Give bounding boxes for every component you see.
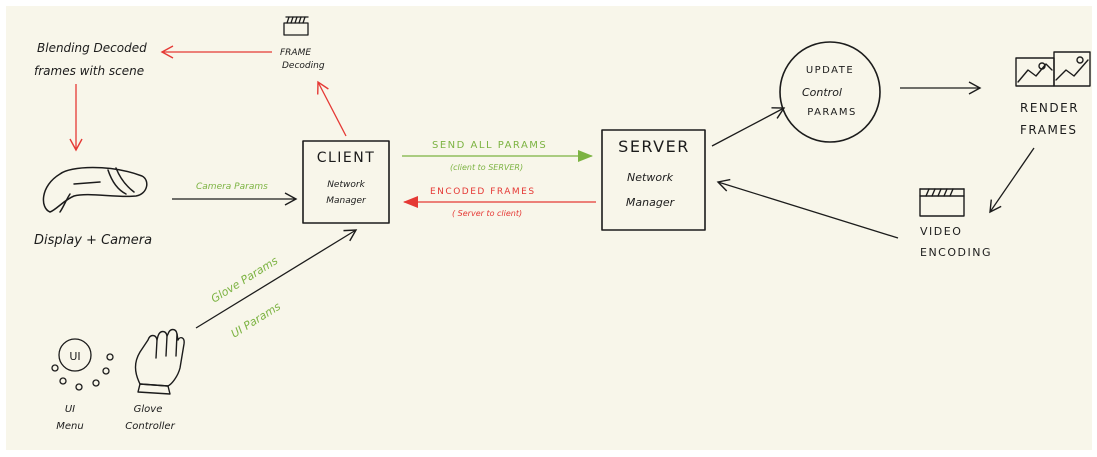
ui-menu-line1: UI — [65, 404, 75, 415]
label-server-to-client: ( Server to client) — [452, 209, 522, 218]
clapperboard-icon — [283, 16, 309, 36]
glove-icon — [134, 328, 185, 395]
frame-decoding-line1: FRAME — [280, 48, 311, 58]
arrow-video-to-server — [716, 178, 899, 239]
label-encoded-frames: ENCODED FRAMES — [430, 187, 536, 197]
label-ui-params: UI Params — [229, 300, 284, 341]
image-frames-icon — [1015, 51, 1091, 87]
display-label: Display + Camera — [34, 233, 152, 248]
glove-line2: Controller — [125, 421, 175, 432]
label-send-all-params: SEND ALL PARAMS — [432, 140, 547, 151]
render-node: RENDER FRAMES — [1015, 51, 1091, 137]
render-line2: FRAMES — [1020, 123, 1078, 137]
video-line1: VIDEO — [920, 225, 962, 238]
blending-line1: Blending Decoded — [37, 41, 147, 55]
server-box — [601, 129, 706, 231]
label-camera-params: Camera Params — [196, 182, 268, 192]
client-title: CLIENT — [317, 150, 376, 166]
vr-headset-icon — [42, 166, 148, 213]
arrow-server-to-update — [711, 107, 786, 147]
ui-menu-node: UI UI Menu — [51, 338, 114, 432]
glove-line1: Glove — [134, 404, 163, 415]
frame-decoding-line2: Decoding — [282, 61, 325, 71]
arrow-render-to-video — [989, 147, 1035, 214]
update-circle — [779, 41, 881, 143]
server-line1: Network — [627, 171, 674, 184]
frame-decoding-node: FRAME Decoding — [280, 16, 325, 71]
server-line2: Manager — [626, 196, 676, 209]
client-box — [302, 140, 390, 224]
blending-line2: frames with scene — [34, 64, 144, 78]
update-line3: PARAMS — [807, 107, 857, 118]
ui-menu-badge: UI — [69, 350, 80, 363]
video-encoding-node: VIDEO ENCODING — [919, 188, 992, 259]
client-line2: Manager — [326, 196, 367, 206]
ui-menu-icon — [51, 338, 114, 391]
render-line1: RENDER — [1020, 101, 1079, 115]
blending-node: Blending Decoded frames with scene — [34, 41, 147, 78]
display-node: Display + Camera — [34, 166, 152, 248]
client-line1: Network — [327, 180, 365, 190]
label-client-to-server: (client to SERVER) — [450, 163, 523, 172]
canvas-background — [6, 6, 1092, 450]
client-node: CLIENT Network Manager — [302, 140, 390, 224]
arrow-inputs-to-client — [195, 229, 358, 329]
update-line2: Control — [802, 86, 842, 99]
update-line1: UPDATE — [806, 65, 854, 76]
glove-node: Glove Controller — [125, 328, 185, 432]
video-line2: ENCODING — [920, 246, 992, 259]
update-node: UPDATE Control PARAMS — [779, 41, 881, 143]
arrow-client-to-decoding — [317, 80, 347, 137]
server-node: SERVER Network Manager — [601, 129, 706, 231]
server-title: SERVER — [618, 137, 690, 156]
ui-menu-line2: Menu — [56, 421, 83, 432]
video-clapperboard-icon — [919, 188, 965, 217]
